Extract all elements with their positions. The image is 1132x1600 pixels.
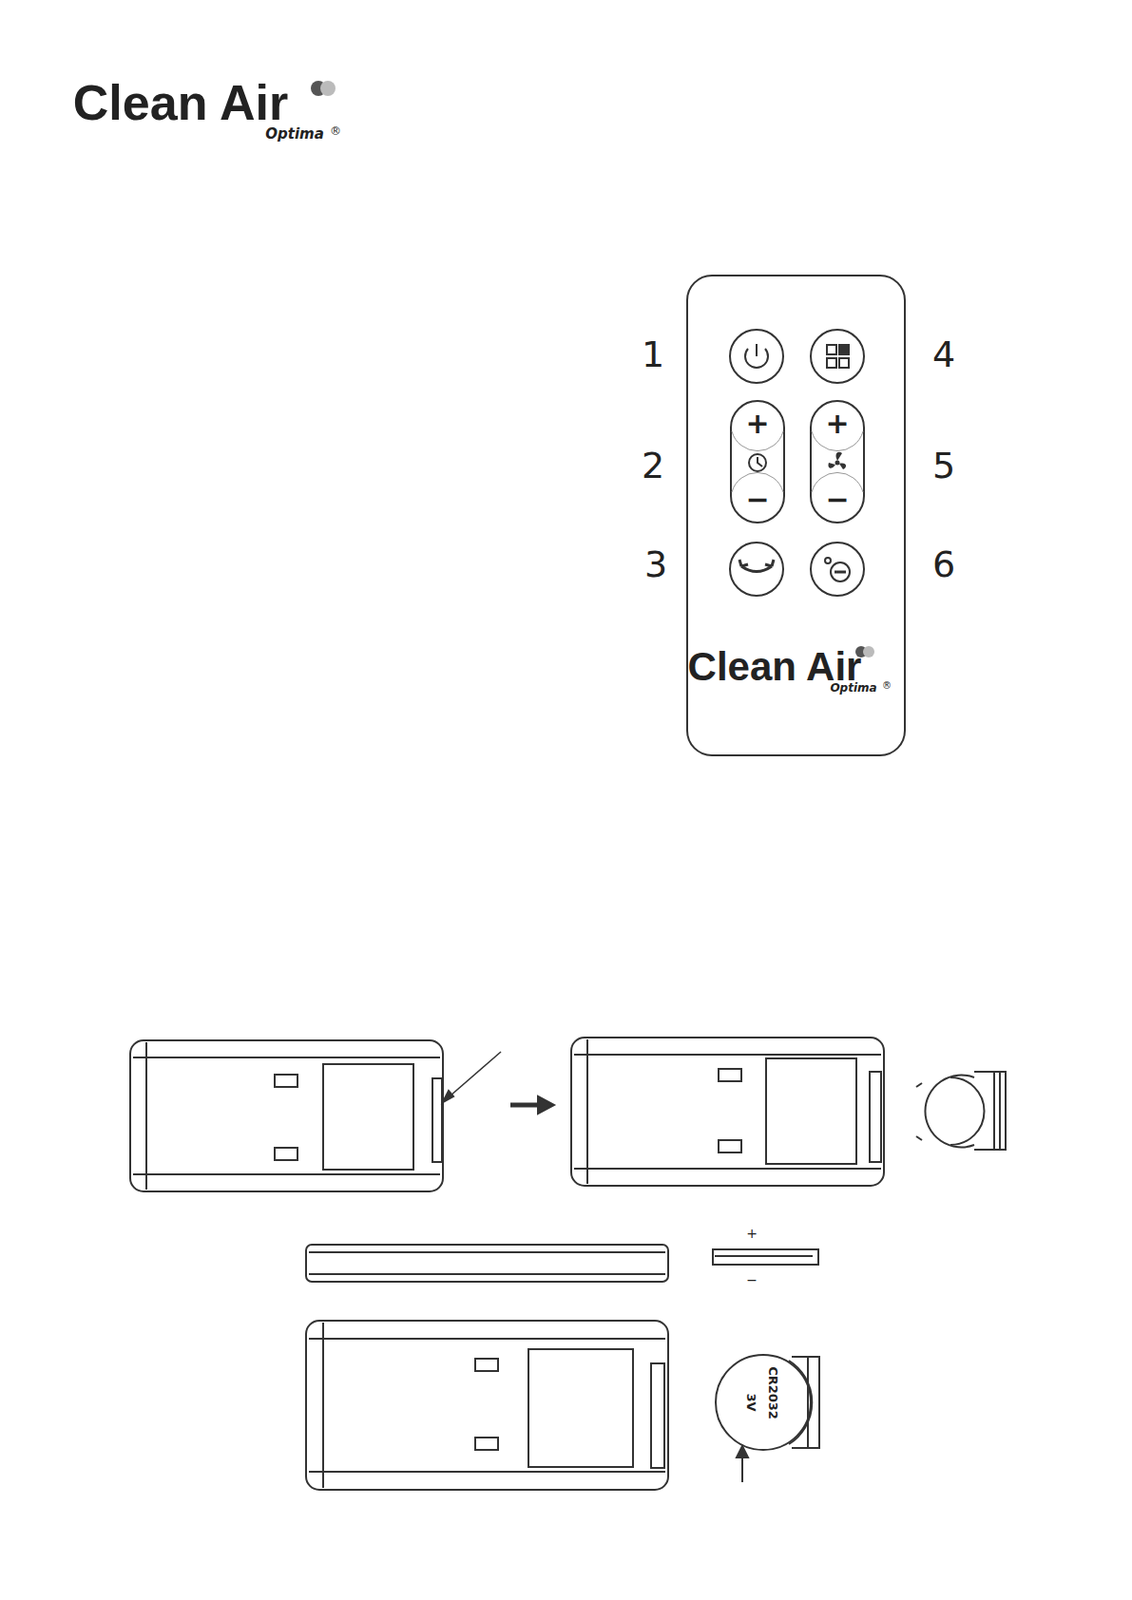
coin-cell-side xyxy=(712,1249,819,1266)
fan-icon xyxy=(827,452,846,470)
power-button xyxy=(729,329,784,384)
button-symbol: − xyxy=(744,485,770,515)
timer-icon xyxy=(748,454,767,472)
power-icon xyxy=(745,344,768,368)
swing-icon xyxy=(739,559,774,573)
logo-subtext: Optima xyxy=(265,127,325,142)
rocker-divider xyxy=(811,431,864,493)
callout-number: 6 xyxy=(932,546,956,583)
rocker-divider xyxy=(731,431,784,493)
battery-text: 3V xyxy=(745,1392,758,1413)
step-arrow xyxy=(510,1103,540,1109)
callout-number: 1 xyxy=(641,336,665,373)
step-arrow xyxy=(537,1096,555,1114)
battery-tray xyxy=(916,1072,1006,1151)
polarity-mark: − xyxy=(745,1273,759,1287)
fan-rocker xyxy=(810,401,864,523)
coin-cell-tray xyxy=(715,1355,820,1483)
ion-icon xyxy=(825,557,850,582)
remote-back xyxy=(130,1040,501,1192)
remote-body xyxy=(687,275,905,756)
logo-dots xyxy=(310,80,336,96)
mode-button xyxy=(810,329,864,384)
button-symbol: + xyxy=(824,409,850,439)
logo-text: Clean Air xyxy=(73,77,288,128)
remote-logo-mark: ® xyxy=(882,681,892,691)
remote-logo-text: Clean Air xyxy=(688,647,863,688)
remote-side xyxy=(306,1245,669,1283)
callout-number: 4 xyxy=(932,336,956,373)
button-symbol: − xyxy=(824,485,850,515)
remote-back-3 xyxy=(306,1321,669,1491)
mode-icon xyxy=(826,345,849,368)
swing-button xyxy=(729,542,784,596)
logo-mark: ® xyxy=(329,125,342,137)
button-symbol: + xyxy=(744,409,770,439)
polarity-mark: + xyxy=(745,1227,759,1241)
remote-back-open xyxy=(571,1037,884,1187)
ion-button xyxy=(810,542,864,596)
remote-logo-subtext: Optima xyxy=(829,682,877,694)
timer-rocker xyxy=(730,401,785,523)
battery-text: CR2032 xyxy=(767,1365,780,1421)
callout-number: 5 xyxy=(932,447,956,484)
callout-number: 2 xyxy=(641,447,665,484)
callout-number: 3 xyxy=(644,546,668,583)
